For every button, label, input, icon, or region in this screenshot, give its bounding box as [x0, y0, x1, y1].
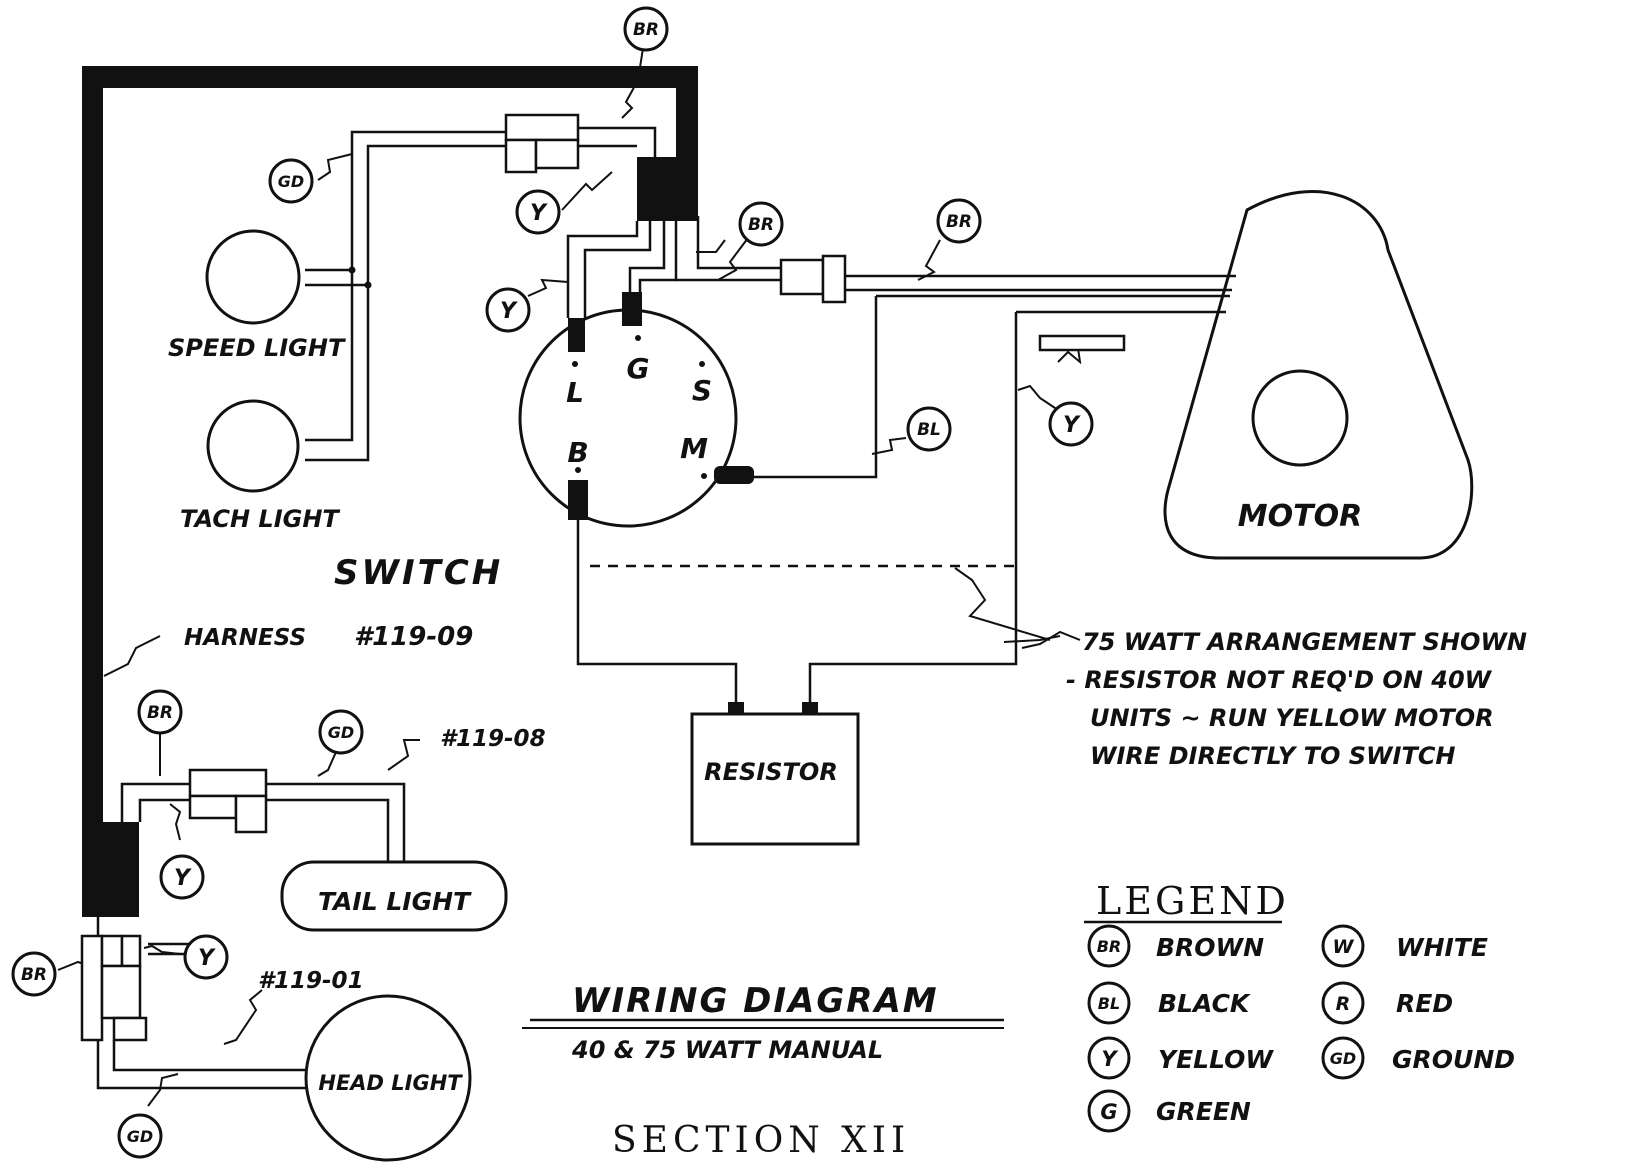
legend-code-y: Y	[1101, 1047, 1118, 1071]
terminal-b: B	[567, 436, 588, 469]
motor-wires	[576, 274, 1236, 708]
ignition-switch	[518, 292, 754, 528]
legend-code-br: BR	[1097, 937, 1122, 956]
note-line-4: WIRE DIRECTLY TO SWITCH	[1090, 742, 1456, 770]
note-line-3: UNITS ~ RUN YELLOW MOTOR	[1090, 704, 1494, 732]
resistor	[690, 702, 860, 846]
tag-y-head: Y	[198, 946, 216, 971]
section-label: SECTION XII	[612, 1120, 910, 1161]
title-sub: 40 & 75 WATT MANUAL	[571, 1036, 883, 1064]
motor	[1163, 189, 1474, 560]
legend-code-g: G	[1100, 1100, 1117, 1124]
head-light-label: HEAD LIGHT	[318, 1071, 463, 1095]
tach-light	[206, 399, 300, 493]
tag-br-motor: BR	[946, 212, 972, 232]
harness-number: #119-09	[354, 622, 473, 652]
switch-label: SWITCH	[334, 553, 503, 593]
tag-br-top: BR	[633, 20, 659, 40]
arrangement-note: 75 WATT ARRANGEMENT SHOWN - RESISTOR NOT…	[1066, 628, 1527, 770]
legend-name-br: BROWN	[1156, 933, 1264, 962]
head-connector	[80, 934, 148, 1042]
tag-bl-motor: BL	[917, 420, 941, 440]
legend-name-gd: GROUND	[1392, 1045, 1515, 1074]
tach-light-label: TACH LIGHT	[180, 505, 340, 533]
component-labels: SPEED LIGHT TACH LIGHT SWITCH HARNESS #1…	[168, 334, 1362, 1095]
legend-code-w: W	[1333, 936, 1355, 958]
wire-tag-circles	[11, 6, 1094, 1159]
top-connector	[504, 113, 580, 174]
title-block: WIRING DIAGRAM 40 & 75 WATT MANUAL SECTI…	[522, 981, 1004, 1161]
legend-name-g: GREEN	[1156, 1097, 1251, 1126]
legend-code-bl: BL	[1098, 994, 1120, 1013]
wire-tag-labels: BR GD Y BR BR Y BL Y BR GD Y Y BR GD	[21, 20, 1081, 1146]
tag-y-switch: Y	[500, 299, 518, 324]
legend-name-r: RED	[1396, 989, 1453, 1018]
terminal-g: G	[627, 352, 650, 385]
tail-light-label: TAIL LIGHT	[318, 887, 472, 916]
tag-br-head: BR	[21, 965, 47, 985]
tail-light	[280, 860, 508, 932]
callout-leaders	[57, 41, 1082, 1107]
motor-label: MOTOR	[1238, 499, 1362, 534]
note-line-1: 75 WATT ARRANGEMENT SHOWN	[1082, 628, 1527, 656]
head-light	[304, 994, 472, 1162]
tag-y-top: Y	[530, 201, 548, 226]
speed-light-label: SPEED LIGHT	[168, 334, 346, 362]
head-harness-number: #119-01	[258, 968, 364, 994]
switch-terminal-labels: L G S B M	[566, 352, 712, 469]
tag-gd-tail: GD	[328, 723, 354, 742]
tag-y-tail: Y	[174, 866, 192, 891]
legend: LEGEND BR BROWN W WHITE BL BLACK R RED Y…	[1084, 879, 1515, 1133]
legend-name-y: YELLOW	[1158, 1045, 1274, 1074]
title-main: WIRING DIAGRAM	[572, 981, 939, 1021]
tag-br-switch: BR	[748, 215, 774, 235]
top-wires	[305, 126, 781, 462]
tag-y-motor: Y	[1063, 413, 1081, 438]
harness-label: HARNESS	[184, 625, 306, 651]
tail-connector	[188, 768, 268, 834]
legend-code-gd: GD	[1330, 1049, 1356, 1068]
main-harness	[82, 66, 698, 917]
legend-heading: LEGEND	[1096, 879, 1289, 923]
motor-connector	[779, 254, 847, 304]
legend-name-w: WHITE	[1396, 933, 1488, 962]
speed-light	[205, 229, 301, 325]
resistor-label: RESISTOR	[704, 758, 838, 786]
legend-name-bl: BLACK	[1158, 989, 1251, 1018]
terminal-s: S	[692, 374, 712, 407]
tag-br-tail: BR	[147, 703, 173, 723]
terminal-m: M	[680, 432, 708, 465]
legend-code-r: R	[1336, 993, 1351, 1015]
tail-harness-number: #119-08	[440, 726, 546, 752]
tag-gd-head: GD	[127, 1127, 153, 1146]
note-line-2: - RESISTOR NOT REQ'D ON 40W	[1066, 666, 1493, 694]
terminal-l: L	[566, 376, 584, 409]
tag-gd-speed: GD	[278, 172, 304, 191]
